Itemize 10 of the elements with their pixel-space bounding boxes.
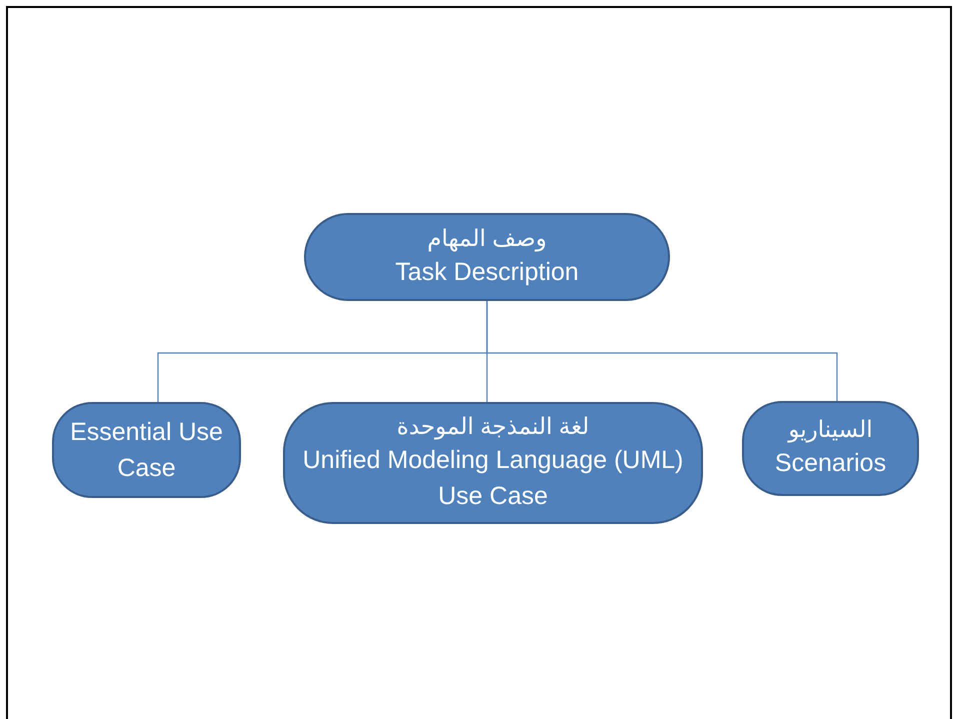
- node-label: Scenarios: [774, 448, 886, 480]
- arabic-label: لغة النمذجة الموحدة: [396, 412, 590, 442]
- node-label: Unified Modeling Language (UML) Use Case: [302, 444, 684, 512]
- arabic-label: السيناريو: [788, 415, 873, 445]
- node-label: Essential Use Case: [69, 416, 224, 484]
- node-label: Task Description: [395, 256, 579, 288]
- connector-line: [486, 301, 838, 401]
- arabic-label: وصف المهام: [427, 224, 547, 254]
- rounded-box: [742, 401, 919, 496]
- rounded-box: [52, 402, 241, 498]
